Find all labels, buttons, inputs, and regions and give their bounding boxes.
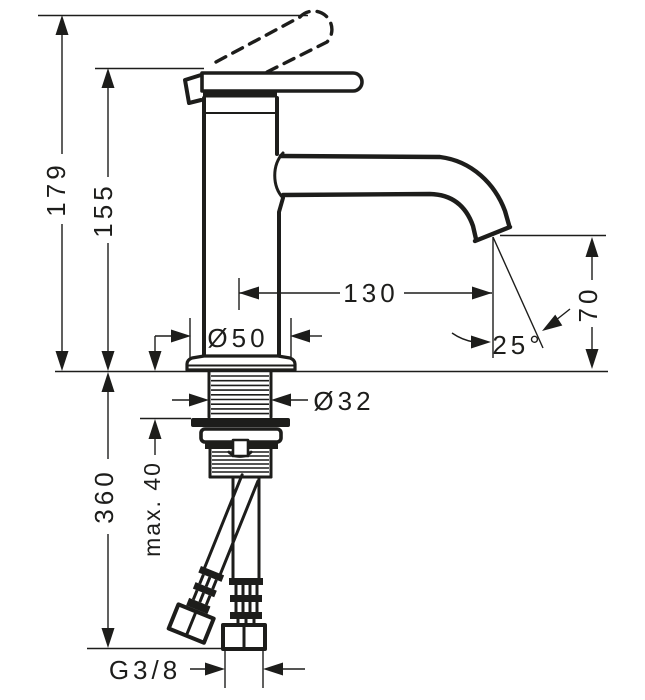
- hose-braid-fitting: [186, 566, 225, 614]
- dim-label-base-diameter: Ø50: [207, 323, 268, 353]
- stream-angle-annotation: 25°: [451, 236, 571, 360]
- spout-outlet-face: [472, 224, 513, 244]
- lever-handle: [183, 9, 364, 105]
- dim-label-stream-angle: 25°: [492, 330, 543, 360]
- supply-hose-angled: [166, 473, 260, 645]
- dim-label-connection-thread: G3/8: [109, 655, 181, 685]
- dimension-shank-diameter: Ø32: [172, 386, 374, 416]
- hose-braid-fitting: [229, 578, 263, 625]
- dim-label-outlet-height: 70: [573, 286, 603, 323]
- faucet-body: [202, 96, 285, 359]
- mounting-washer: [191, 418, 290, 427]
- dimension-spout-height: 155: [88, 68, 118, 371]
- dimension-max-mounting-depth: max. 40: [139, 336, 165, 557]
- supply-hose-straight: [221, 475, 267, 651]
- shank-thread-hatching: [211, 375, 269, 415]
- lever-raised-dashed-outline: [214, 9, 334, 92]
- extension-lines: [38, 14, 608, 688]
- dimension-overall-height: 179: [41, 15, 71, 371]
- lever-back-hook: [183, 73, 203, 105]
- lever-bar: [200, 71, 364, 93]
- dim-label-max-mounting-depth: max. 40: [139, 461, 165, 557]
- dim-label-shank-diameter: Ø32: [313, 386, 374, 416]
- spout: [278, 153, 513, 244]
- base-flange: [185, 354, 297, 372]
- mounting-shank: [191, 370, 290, 479]
- dimension-outlet-height: 70: [573, 237, 603, 369]
- dimension-connection-thread: G3/8: [109, 655, 305, 685]
- lower-thread-hatching: [212, 451, 269, 473]
- dim-label-spout-reach: 130: [343, 278, 398, 308]
- dim-label-overall-height: 179: [41, 161, 71, 216]
- dimension-hose-length: 360: [89, 372, 119, 648]
- dim-label-spout-height: 155: [88, 182, 118, 237]
- dim-label-hose-length: 360: [89, 468, 119, 523]
- dimension-spout-reach: 130: [239, 278, 492, 308]
- center-tab: [231, 438, 250, 458]
- spout-collar: [273, 151, 285, 200]
- dimension-base-diameter: Ø50: [155, 323, 322, 353]
